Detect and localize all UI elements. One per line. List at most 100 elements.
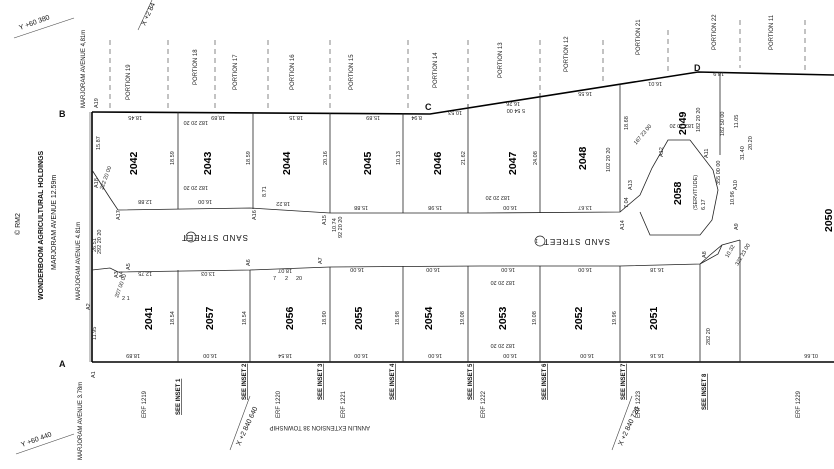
erf-2047: 2047	[507, 151, 519, 175]
dim-top-1: 18.45	[128, 114, 142, 120]
dim-top-9: 16.01	[648, 80, 662, 86]
corner-bearing-4: 92 20 20	[338, 217, 344, 238]
bottom-erf-labels: ERF 1219 ERF 1220 ERF 1221 ERF 1222 ERF …	[142, 390, 802, 418]
bearing-2043: 182 20 20	[184, 119, 208, 125]
beacon-a: A	[59, 359, 66, 369]
avenue-bottom-label: MARJORAM AVENUE 3.78m	[78, 382, 84, 460]
see-inset-6: SEE INSET 6	[542, 363, 548, 400]
dim-bot-2: 16.00	[203, 352, 217, 358]
street-bot-4: 16.00	[350, 266, 364, 272]
corner-dim-1: 26.51	[92, 238, 98, 252]
erf-2053: 2053	[497, 306, 509, 330]
erf-2041: 2041	[143, 306, 155, 330]
street-top-5: 15.98	[428, 204, 442, 210]
depth-bot-6: 19.08	[532, 311, 538, 325]
point-a14: A14	[620, 220, 626, 230]
street-circle-1-num: 1	[186, 233, 189, 239]
erf-2048: 2048	[577, 146, 589, 170]
point-a6: A6	[246, 259, 252, 266]
point-a11: A11	[704, 149, 710, 158]
outer-boundary	[89, 71, 834, 363]
street-top-2: 16.00	[198, 198, 212, 204]
point-a1: A1	[91, 371, 97, 378]
street-bottom-dims: 12.75 13.03 18.07 16.00 16.00 16.00 16.0…	[138, 266, 664, 276]
portion-19: PORTION 19	[126, 64, 132, 100]
top-erf-numbers: 2042 2043 2044 2045 2046 2047 2048 2049	[128, 111, 689, 175]
depth-top-7: 24.08	[533, 151, 539, 165]
see-inset-8: SEE INSET 8	[702, 373, 708, 410]
top-depth-dims: 15.87 18.59 18.59 20.16 10.13 21.62 24.0…	[96, 115, 740, 165]
see-inset-5: SEE INSET 5	[468, 363, 474, 400]
mark-7: 7	[273, 276, 276, 282]
point-labels: A1 A2 A3 A4 A5 A6 A7 A8 A9 A10 A11 A12 A…	[86, 98, 740, 378]
street-bot-6: 16.00	[501, 266, 515, 272]
portion-17: PORTION 17	[233, 54, 239, 90]
erf-2056: 2056	[284, 306, 296, 330]
coord-x-top: X +2 84	[140, 2, 157, 27]
portion-13: PORTION 13	[498, 42, 504, 78]
point-a2: A2	[86, 303, 92, 310]
erf-2043: 2043	[202, 151, 214, 175]
erf-2055: 2055	[353, 306, 365, 330]
sand-street-1: SAND STREET	[181, 233, 248, 242]
dim-top-7: 16.26	[506, 100, 520, 106]
corner-bearing-5: 102 20 20	[606, 148, 612, 172]
corner-bearing-1: 222 20 00	[99, 166, 113, 191]
street-bot-8: 16.18	[650, 266, 664, 272]
dim-bot-6: 16.00	[503, 352, 517, 358]
beacon-b: B	[59, 109, 66, 119]
corner-dim-2: 10.74	[332, 218, 338, 232]
corner-dim-3: 11.95	[92, 327, 98, 340]
portion-14: PORTION 14	[433, 52, 439, 88]
depth-bot-5: 19.08	[460, 311, 466, 325]
rm2-label: © RM2	[14, 213, 22, 235]
erf-2058-note: (SERVITUDE)	[693, 175, 699, 210]
point-a17: A17	[116, 210, 122, 220]
dim-bot-5: 16.00	[428, 352, 442, 358]
erf-2044: 2044	[281, 151, 293, 175]
erf-1229: ERF 1229	[796, 390, 802, 418]
portion-12: PORTION 12	[564, 36, 570, 72]
top-street-dims: 12.88 16.00 18.22 15.88 15.98 16.00 13.6…	[138, 198, 592, 210]
see-inset-3: SEE INSET 3	[318, 363, 324, 400]
holdings-label: WONDERBOOM AGRICULTURAL HOLDINGS	[38, 150, 45, 300]
portion-labels: PORTION 19 PORTION 18 PORTION 17 PORTION…	[126, 14, 775, 100]
beacon-labels: B A C D	[59, 63, 701, 369]
mark-871: 8.71	[262, 186, 268, 197]
depth-top-9: 11.05	[734, 115, 740, 128]
bottom-block	[91, 239, 741, 362]
street-circle-1	[185, 231, 197, 243]
bearing-2049: 182 20 20	[670, 122, 694, 128]
corner-dim-6: 31.40	[740, 146, 746, 160]
beacon-c: C	[425, 102, 432, 112]
see-inset-4: SEE INSET 4	[390, 363, 396, 400]
dim-top-2: 18,89	[211, 114, 225, 120]
street-top-3: 18.22	[276, 200, 290, 206]
point-a12: A12	[659, 147, 665, 157]
bearing-bot-1: 182 20 20	[491, 342, 515, 348]
bearing-2049b: 182 20 20	[696, 108, 702, 132]
coord-y-top: Y +60 380	[18, 14, 51, 32]
left-labels: © RM2 WONDERBOOM AGRICULTURAL HOLDINGS M…	[14, 30, 87, 460]
dim-bot-7: 16.00	[580, 352, 594, 358]
coord-x-bottom-1: X +2 840 640	[235, 406, 259, 447]
portion-16: PORTION 16	[290, 54, 296, 90]
portion-dividers	[109, 20, 806, 110]
erf-2050-partial: 2050	[823, 208, 834, 232]
depth-top-8: 18.68	[624, 116, 630, 130]
township-label: ANNLIN EXTENSION 38 TOWNSHIP	[270, 424, 370, 430]
bearing-bot-2: 182 20 20	[491, 279, 515, 285]
portion-21: PORTION 21	[636, 19, 642, 55]
dim-bot-3: 18.54	[278, 352, 292, 358]
top-bearing-notes: 182 20 20 182 20 20 182 20 20 182 20 20 …	[184, 108, 702, 200]
avenue-481-label: MARJORAM AVENUE 4.81m	[76, 222, 82, 300]
corner-bearing-6: 167 23 00	[633, 124, 653, 147]
point-a3: A3	[114, 271, 120, 278]
dim-bot-8: 16.16	[650, 352, 664, 358]
top-line-dims: 18.45 18,89 18.15 15.89 8.94 10.53 16.26…	[128, 70, 724, 120]
depth-top-3: 18.59	[246, 151, 252, 165]
portion-11: PORTION 11	[769, 14, 775, 50]
see-inset-7: SEE INSET 7	[621, 363, 627, 400]
dim-bot-9: 01.66	[804, 352, 818, 358]
